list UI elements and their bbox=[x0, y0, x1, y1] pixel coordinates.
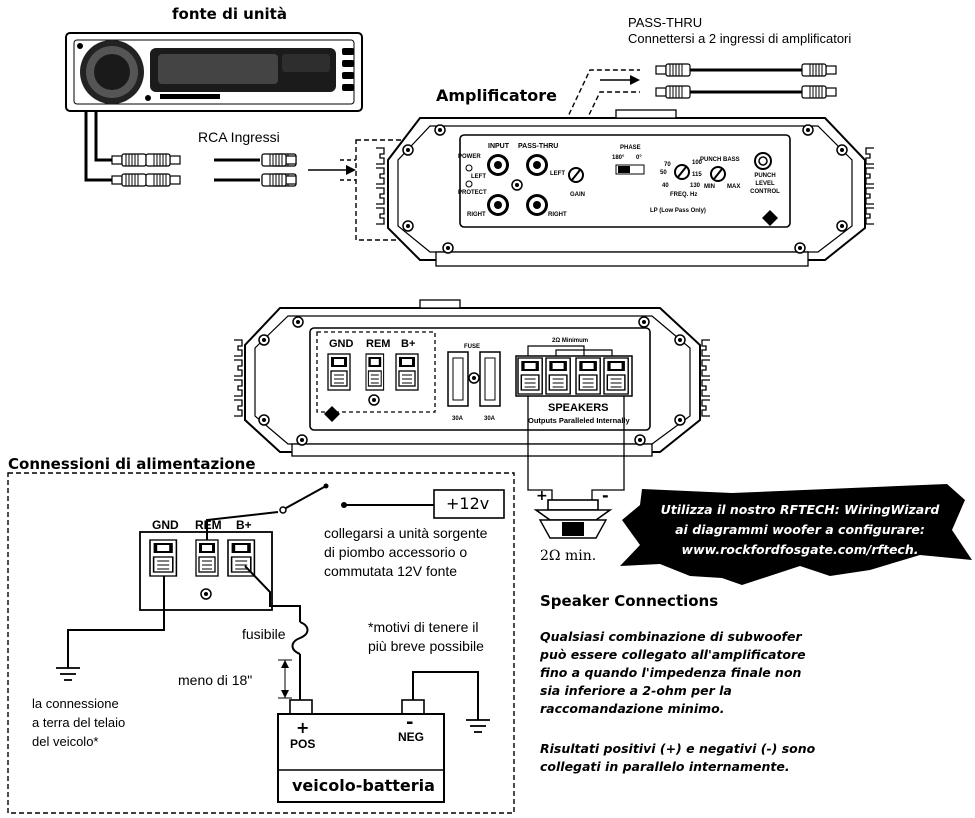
lp-label: LP (Low Pass Only) bbox=[650, 208, 706, 214]
remote-note: collegarsi a unità sorgente di piombo ac… bbox=[324, 525, 488, 579]
rca-inputs-label: RCA Ingressi bbox=[198, 129, 280, 145]
punch-level-label: PUNCH LEVEL CONTROL bbox=[750, 173, 780, 195]
head-unit bbox=[65, 32, 363, 112]
battery-neg-label: NEG bbox=[398, 730, 425, 744]
gain-label: GAIN bbox=[570, 192, 585, 198]
speaker-paragraph-1: Qualsiasi combinazione di subwoofer può … bbox=[540, 629, 806, 716]
rftech-banner bbox=[620, 484, 972, 585]
battery-pos-label: POS bbox=[290, 737, 316, 751]
punch-bass-label: PUNCH BASS bbox=[700, 157, 740, 163]
freq-100: 100 bbox=[692, 160, 703, 166]
power-callout bbox=[7, 472, 515, 814]
amplifier-front bbox=[375, 109, 875, 267]
keep-short-note: *motivi di tenere il più breve possibile bbox=[368, 619, 484, 654]
twelve-volt-label: +12v bbox=[446, 494, 490, 513]
left-label-passthru: LEFT bbox=[550, 171, 565, 177]
fuse-label: FUSE bbox=[464, 344, 481, 350]
amplifier-rear bbox=[233, 299, 711, 457]
fuse-value-2: 30A bbox=[484, 416, 496, 422]
right-label-passthru: RIGHT bbox=[548, 212, 567, 218]
power-gnd-label: GND bbox=[152, 518, 179, 532]
freq-40: 40 bbox=[662, 183, 669, 189]
freq-70: 70 bbox=[664, 162, 671, 168]
left-label: LEFT bbox=[471, 174, 486, 180]
phase-0: 0° bbox=[636, 155, 642, 161]
pass-thru-jack-label: PASS-THRU bbox=[518, 143, 559, 150]
amplifier-title: Amplificatore bbox=[436, 86, 557, 105]
battery-label: veicolo-batteria bbox=[292, 776, 435, 795]
power-led-label: POWER bbox=[458, 154, 481, 160]
vehicle-battery bbox=[277, 671, 490, 803]
power-terminal-block bbox=[139, 531, 273, 611]
freq-130: 130 bbox=[690, 183, 701, 189]
power-bplus-label: B+ bbox=[236, 518, 252, 532]
freq-label: FREQ. Hz bbox=[670, 192, 698, 198]
power-section-title: Connessioni di alimentazione bbox=[8, 455, 256, 473]
chassis-ground bbox=[56, 576, 165, 681]
remote-switch-wire bbox=[206, 483, 505, 540]
amp-bplus-label: B+ bbox=[401, 338, 416, 350]
battery-minus: - bbox=[406, 712, 414, 733]
rca-input-cables bbox=[84, 110, 356, 187]
protect-led-label: PROTECT bbox=[458, 190, 487, 196]
rftech-banner-text: Utilizza il nostro RFTECH: WiringWizard … bbox=[660, 502, 940, 557]
speakers-label: SPEAKERS bbox=[548, 402, 609, 414]
pass-thru-subtitle: Connettersi a 2 ingressi di amplificator… bbox=[628, 31, 852, 46]
speakers-sub-label: Outputs Paralleled Internally bbox=[528, 416, 630, 425]
amp-rem-label: REM bbox=[366, 338, 391, 350]
speaker-connections-title: Speaker Connections bbox=[540, 592, 719, 610]
battery-plus: + bbox=[296, 718, 310, 737]
freq-115: 115 bbox=[692, 172, 702, 178]
speaker-min-label: 2Ω min. bbox=[540, 548, 597, 564]
punch-bass-max: MAX bbox=[727, 184, 741, 190]
phase-label: PHASE bbox=[620, 145, 641, 151]
subwoofer bbox=[533, 499, 613, 539]
speaker-paragraph-2: Risultati positivi (+) e negativi (-) so… bbox=[540, 741, 816, 774]
speaker-plus: + bbox=[536, 488, 548, 504]
two-ohm-minimum: 2Ω Minimum bbox=[552, 338, 589, 344]
bplus-wire bbox=[244, 565, 309, 700]
freq-50: 50 bbox=[660, 170, 667, 176]
head-unit-title: fonte di unità bbox=[172, 5, 287, 23]
fuse-value-1: 30A bbox=[452, 416, 464, 422]
pass-thru-title: PASS-THRU bbox=[628, 15, 703, 30]
right-label-input: RIGHT bbox=[467, 212, 486, 218]
less-than-18-label: meno di 18" bbox=[178, 672, 253, 688]
ground-note: la connessione a terra del telaio del ve… bbox=[32, 696, 126, 749]
punch-bass-min: MIN bbox=[704, 184, 715, 190]
power-rem-label: REM bbox=[195, 518, 222, 532]
speaker-minus: - bbox=[602, 486, 609, 505]
phase-180: 180° bbox=[612, 155, 625, 161]
input-label: INPUT bbox=[488, 143, 509, 150]
speaker-wires bbox=[527, 396, 625, 500]
fuse-note: fusibile bbox=[242, 626, 286, 642]
amp-gnd-label: GND bbox=[329, 338, 354, 350]
